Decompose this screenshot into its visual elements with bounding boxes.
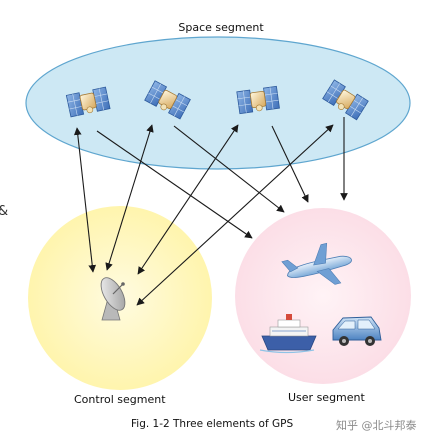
signal-arrows — [73, 117, 348, 306]
ship-icon — [259, 314, 317, 354]
ground-antenna-icon — [100, 277, 126, 321]
user-segment-label: User segment — [288, 391, 365, 404]
arrow-sat4-control — [136, 124, 334, 306]
car-icon — [332, 316, 382, 346]
arrow-sat2-user — [173, 125, 285, 213]
user-segment-region — [235, 208, 411, 384]
control-segment-label: Control segment — [74, 393, 166, 406]
arrow-sat3-user — [271, 125, 309, 203]
watermark: 知乎 @北斗邦泰 — [336, 419, 417, 432]
arrow-sat1-user — [96, 130, 253, 239]
airplane-icon — [281, 242, 352, 285]
arrow-sat1-control — [73, 127, 97, 273]
space-segment-label: Space segment — [178, 21, 264, 34]
figure-caption: Fig. 1-2 Three elements of GPS — [131, 418, 294, 430]
edge-text-fragment: & — [0, 204, 8, 219]
